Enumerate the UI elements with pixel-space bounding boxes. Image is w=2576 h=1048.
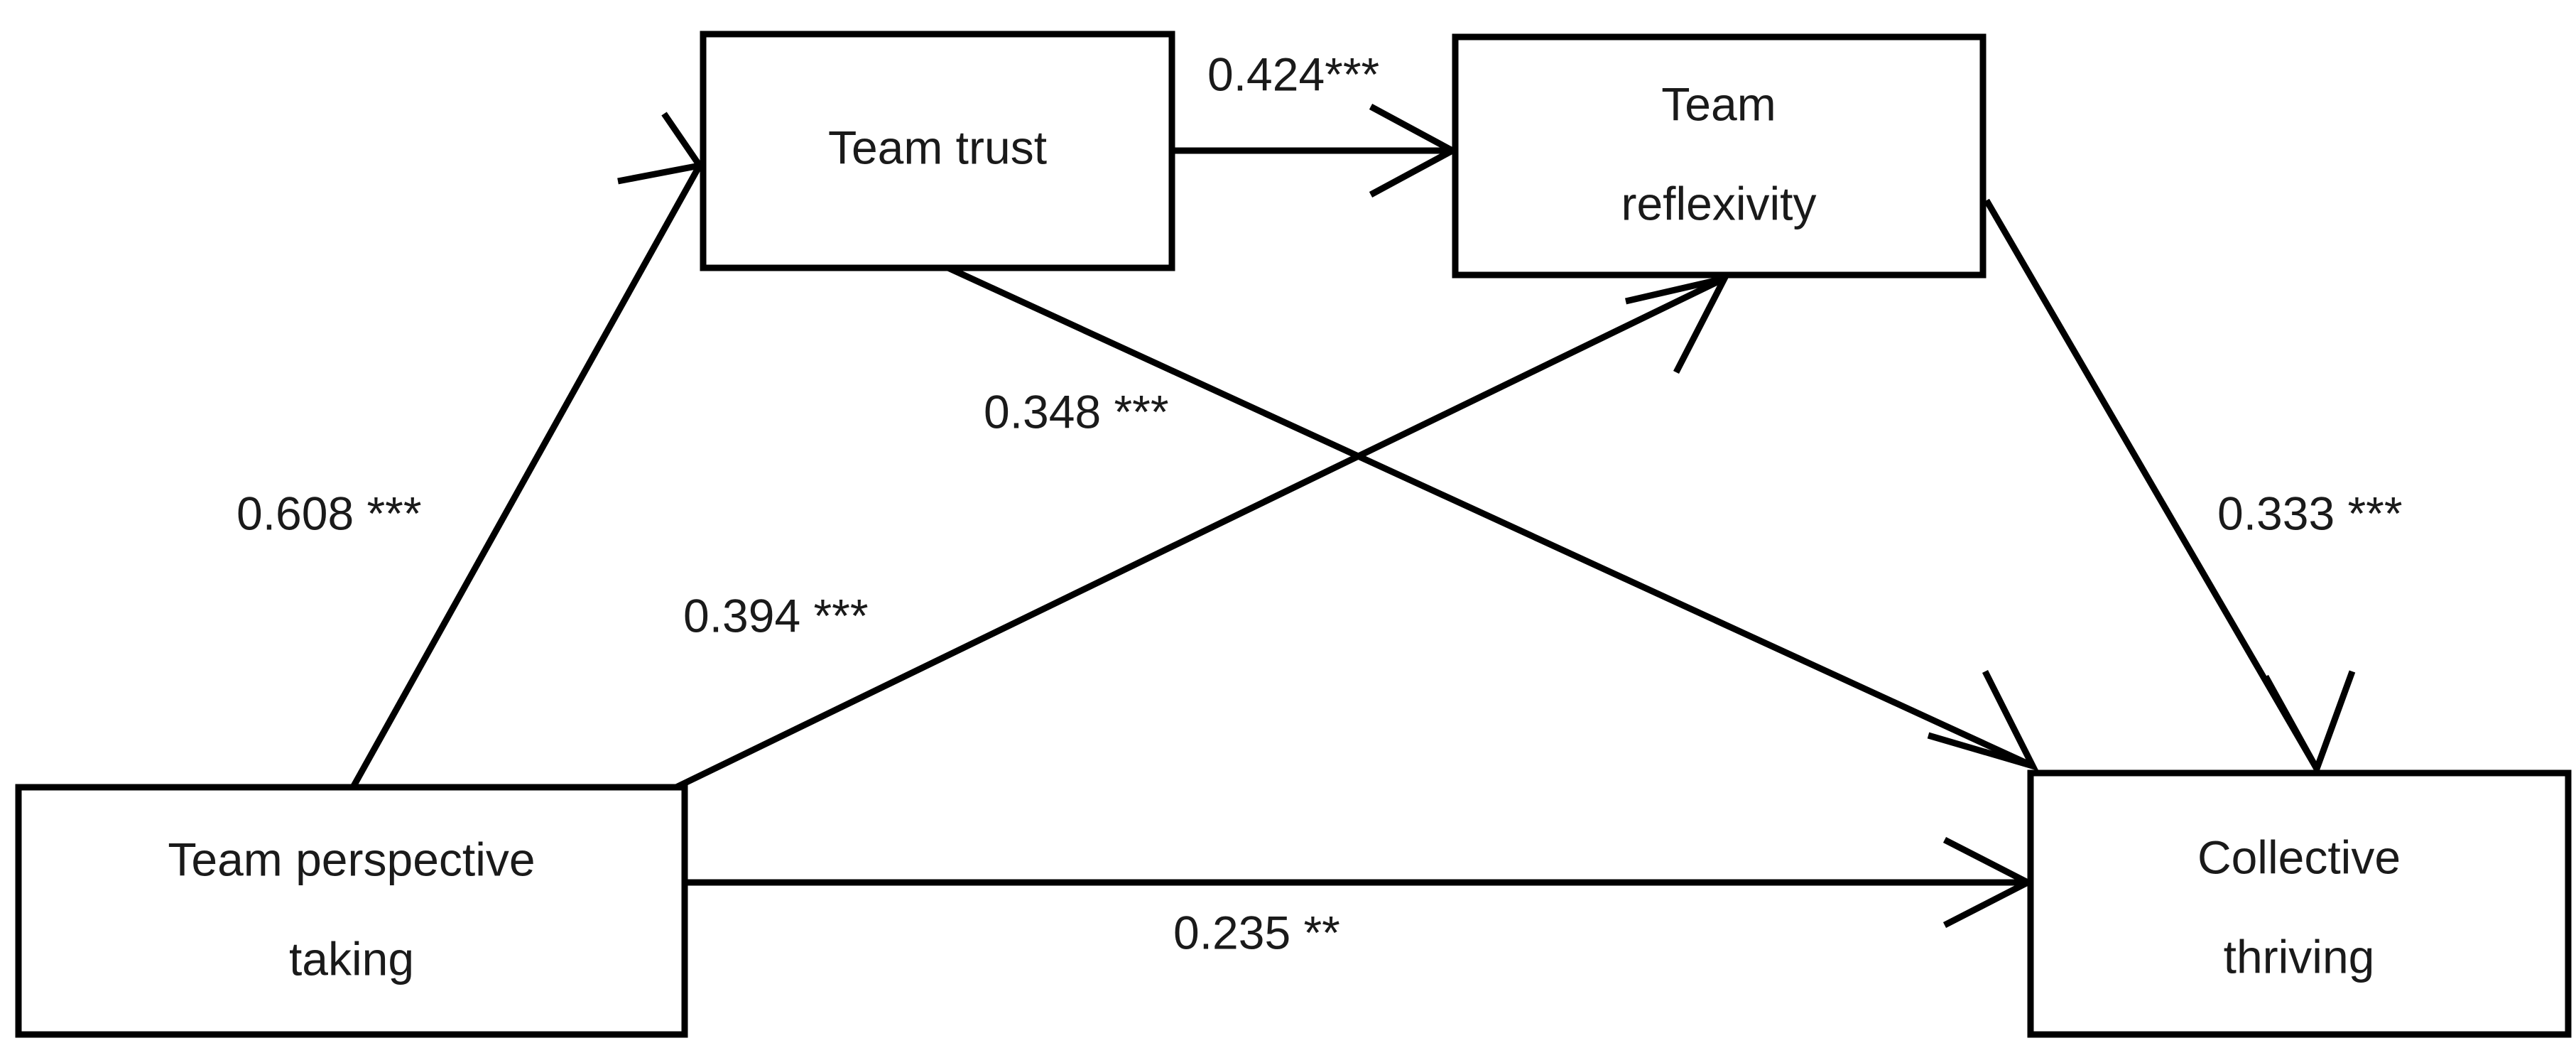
- arrowhead-tpt-to-tt: [617, 112, 705, 185]
- path-arrow-tpt-to-tr: [675, 274, 1731, 791]
- path-line-tpt-to-tr: [675, 275, 1726, 791]
- path-line-tt-to-ct: [947, 264, 2034, 769]
- node-label-team-trust: Team trust: [828, 121, 1047, 173]
- coefficient-label-tt-to-tr: 0.424***: [1207, 48, 1379, 100]
- coefficient-label-tt-to-ct: 0.348 ***: [984, 385, 1169, 438]
- node-label-team-perspective-taking-line2: taking: [289, 932, 414, 985]
- path-arrow-tr-to-ct: [1984, 198, 2356, 777]
- path-line-tr-to-ct: [1984, 198, 2320, 771]
- node-team-trust[interactable]: Team trust: [700, 31, 1175, 271]
- node-label-team-perspective-taking-line1: Team perspective: [168, 833, 535, 885]
- node-box-team-reflexivity: [1452, 33, 1987, 279]
- path-arrow-tpt-to-ct: [685, 836, 2035, 929]
- path-arrow-tt-to-ct: [947, 264, 2039, 772]
- path-line-tpt-to-tt: [350, 163, 702, 789]
- node-label-collective-thriving-line2: thriving: [2224, 930, 2375, 983]
- coefficient-label-tpt-to-tt: 0.608 ***: [237, 487, 422, 539]
- node-label-collective-thriving-line1: Collective: [2197, 831, 2401, 883]
- coefficient-label-tpt-to-tr: 0.394 ***: [683, 589, 869, 642]
- coefficient-label-tr-to-ct: 0.333 ***: [2217, 487, 2403, 539]
- arrowhead-tr-to-ct: [2263, 670, 2356, 777]
- node-box-team-perspective-taking: [15, 784, 688, 1038]
- node-collective-thriving[interactable]: Collective thriving: [2027, 769, 2572, 1038]
- path-arrow-tt-to-tr: [1172, 104, 1460, 198]
- node-team-reflexivity[interactable]: Team reflexivity: [1452, 33, 1987, 279]
- node-label-team-reflexivity-line2: reflexivity: [1621, 177, 1816, 229]
- arrowhead-tpt-to-tr: [1624, 274, 1731, 374]
- node-label-team-reflexivity-line1: Team: [1661, 77, 1776, 130]
- node-box-team-trust: [700, 31, 1175, 271]
- path-arrow-tpt-to-tt: [350, 112, 705, 789]
- node-box-collective-thriving: [2027, 769, 2572, 1038]
- coefficient-label-tpt-to-ct: 0.235 **: [1173, 906, 1340, 958]
- arrowhead-tt-to-ct: [1927, 669, 2039, 772]
- node-team-perspective-taking[interactable]: Team perspective taking: [15, 784, 688, 1038]
